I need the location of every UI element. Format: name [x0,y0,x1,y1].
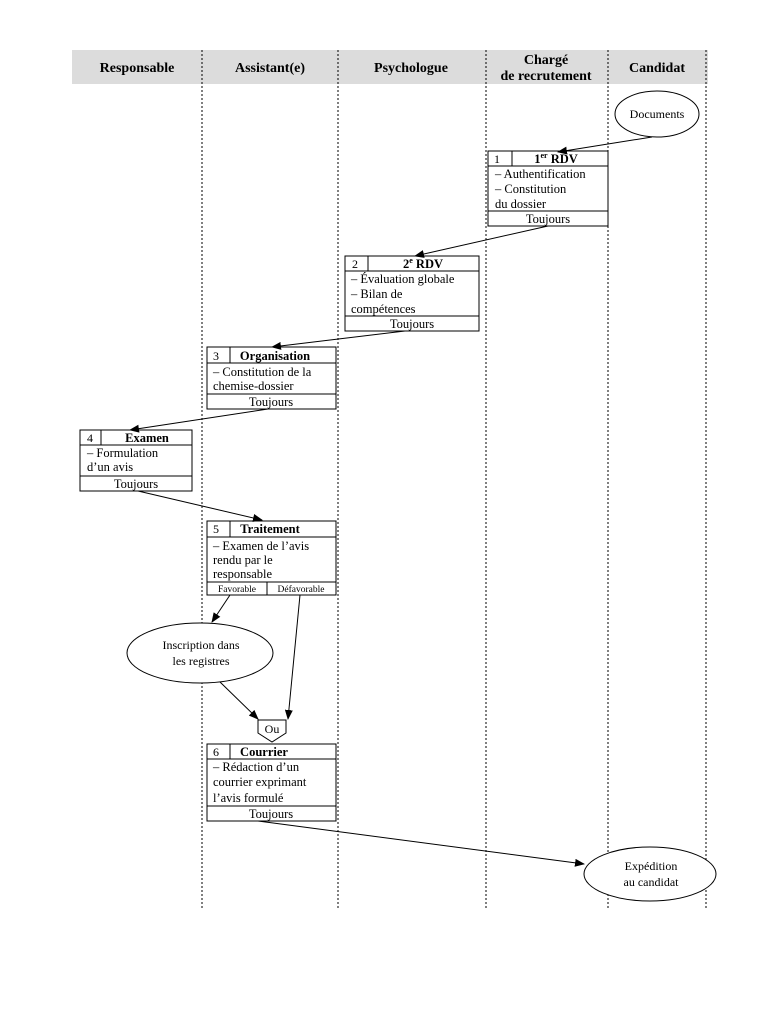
step-6-line-2: courrier exprimant [213,775,307,789]
step-2-title: 2e RDV [403,256,443,271]
arrow-step2-to-step3 [271,330,406,350]
arrow-step4-to-step5 [137,490,263,522]
step-5-favorable-label: Favorable [218,585,256,595]
arrow-step1-to-step2 [414,225,549,258]
lane-header-psychologue: Psychologue [374,61,448,76]
step-4-footer: Toujours [114,477,158,491]
step-2-line-2: – Bilan de [350,287,403,301]
lane-header-candidat: Candidat [629,61,685,76]
step-5-title: Traitement [240,522,300,536]
step-4-line-2: d’un avis [87,460,133,474]
step-1-footer: Toujours [526,212,570,226]
oval-documents: Documents [614,90,700,138]
lane-dividers [201,50,707,908]
oval-inscription: Inscription dans les registres [126,622,274,684]
step-6-footer: Toujours [249,807,293,821]
step-3-number: 3 [213,349,219,363]
step-2-number: 2 [352,257,358,271]
oval-expedition-line-2: au candidat [624,875,680,889]
step-4-box: 4 Examen – Formulation d’un avis Toujour… [79,429,193,492]
step-4-line-1: – Formulation [86,446,159,460]
step-1-box: 1 1er RDV – Authentification – Constitut… [487,150,609,227]
arrow-step6-to-expedition [257,820,585,867]
junction-ou-label: Ou [265,722,280,736]
lane-header-responsable: Responsable [100,61,175,76]
step-1-line-2: – Constitution [494,182,567,196]
oval-expedition: Expédition au candidat [583,846,717,902]
lane-header-assistant: Assistant(e) [235,61,305,76]
arrow-step3-to-step4 [129,408,269,433]
step-5-box: 5 Traitement – Examen de l’avis rendu pa… [206,520,337,596]
step-6-box: 6 Courrier – Rédaction d’un courrier exp… [206,743,337,822]
step-3-box: 3 Organisation – Constitution de la chem… [206,346,337,410]
step-1-line-1: – Authentification [494,167,586,181]
step-1-title: 1er RDV [534,151,578,166]
step-5-defavorable-label: Défavorable [278,584,325,595]
step-5-line-2: rendu par le [213,553,273,567]
step-2-footer: Toujours [390,317,434,331]
step-3-line-2: chemise-dossier [213,379,294,393]
step-5-line-1: – Examen de l’avis [212,539,309,553]
step-6-number: 6 [213,745,219,759]
arrow-defavorable-to-ou [284,594,301,720]
header-band [72,50,708,84]
junction-ou: Ou [257,719,287,743]
step-3-title: Organisation [240,349,310,363]
step-3-line-1: – Constitution de la [212,365,312,379]
arrow-favorable-to-inscription [211,594,231,623]
arrow-inscription-to-ou [219,681,259,720]
lane-header-charge-line2: de recrutement [500,69,591,84]
step-5-number: 5 [213,522,219,536]
step-4-number: 4 [87,431,93,445]
step-6-title: Courrier [240,745,288,759]
step-2-line-3: compétences [351,302,416,316]
step-1-line-3: du dossier [495,197,547,211]
step-2-line-1: – Évaluation globale [350,272,455,286]
flow-arrows [129,136,653,867]
oval-expedition-line-1: Expédition [625,859,678,873]
oval-documents-label: Documents [630,107,685,121]
arrow-documents-to-step1 [557,136,653,155]
oval-inscription-line-2: les registres [173,654,230,668]
oval-inscription-line-1: Inscription dans [163,638,240,652]
step-5-line-3: responsable [213,567,272,581]
step-6-line-1: – Rédaction d’un [212,760,300,774]
step-4-title: Examen [125,431,169,445]
lane-header-charge-line1: Chargé [524,53,568,68]
step-6-line-3: l’avis formulé [213,791,284,805]
step-3-footer: Toujours [249,395,293,409]
step-1-number: 1 [494,152,500,166]
step-2-box: 2 2e RDV – Évaluation globale – Bilan de… [344,255,480,332]
